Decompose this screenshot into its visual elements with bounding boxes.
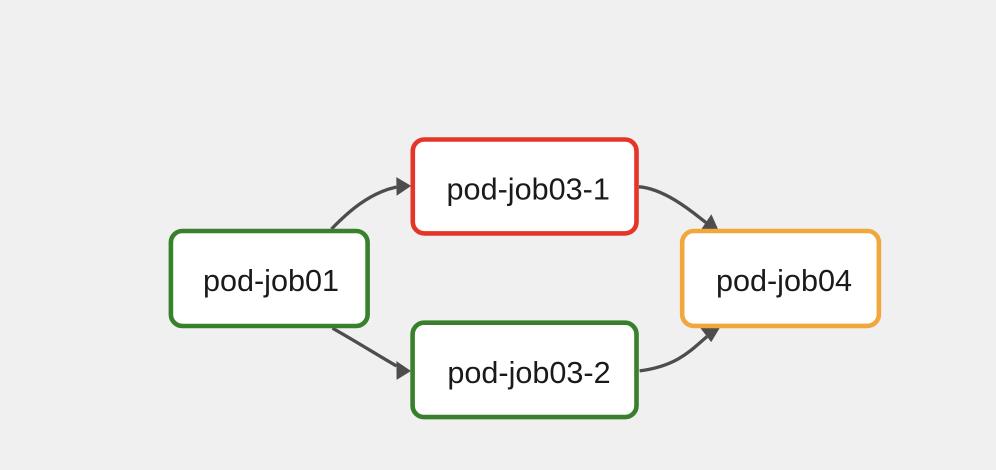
- svg-text:pod-job03-1: pod-job03-1: [447, 172, 610, 206]
- svg-text:pod-job04: pod-job04: [716, 264, 852, 298]
- svg-text:pod-job03-2: pod-job03-2: [447, 356, 610, 390]
- svg-text:pod-job01: pod-job01: [203, 264, 339, 298]
